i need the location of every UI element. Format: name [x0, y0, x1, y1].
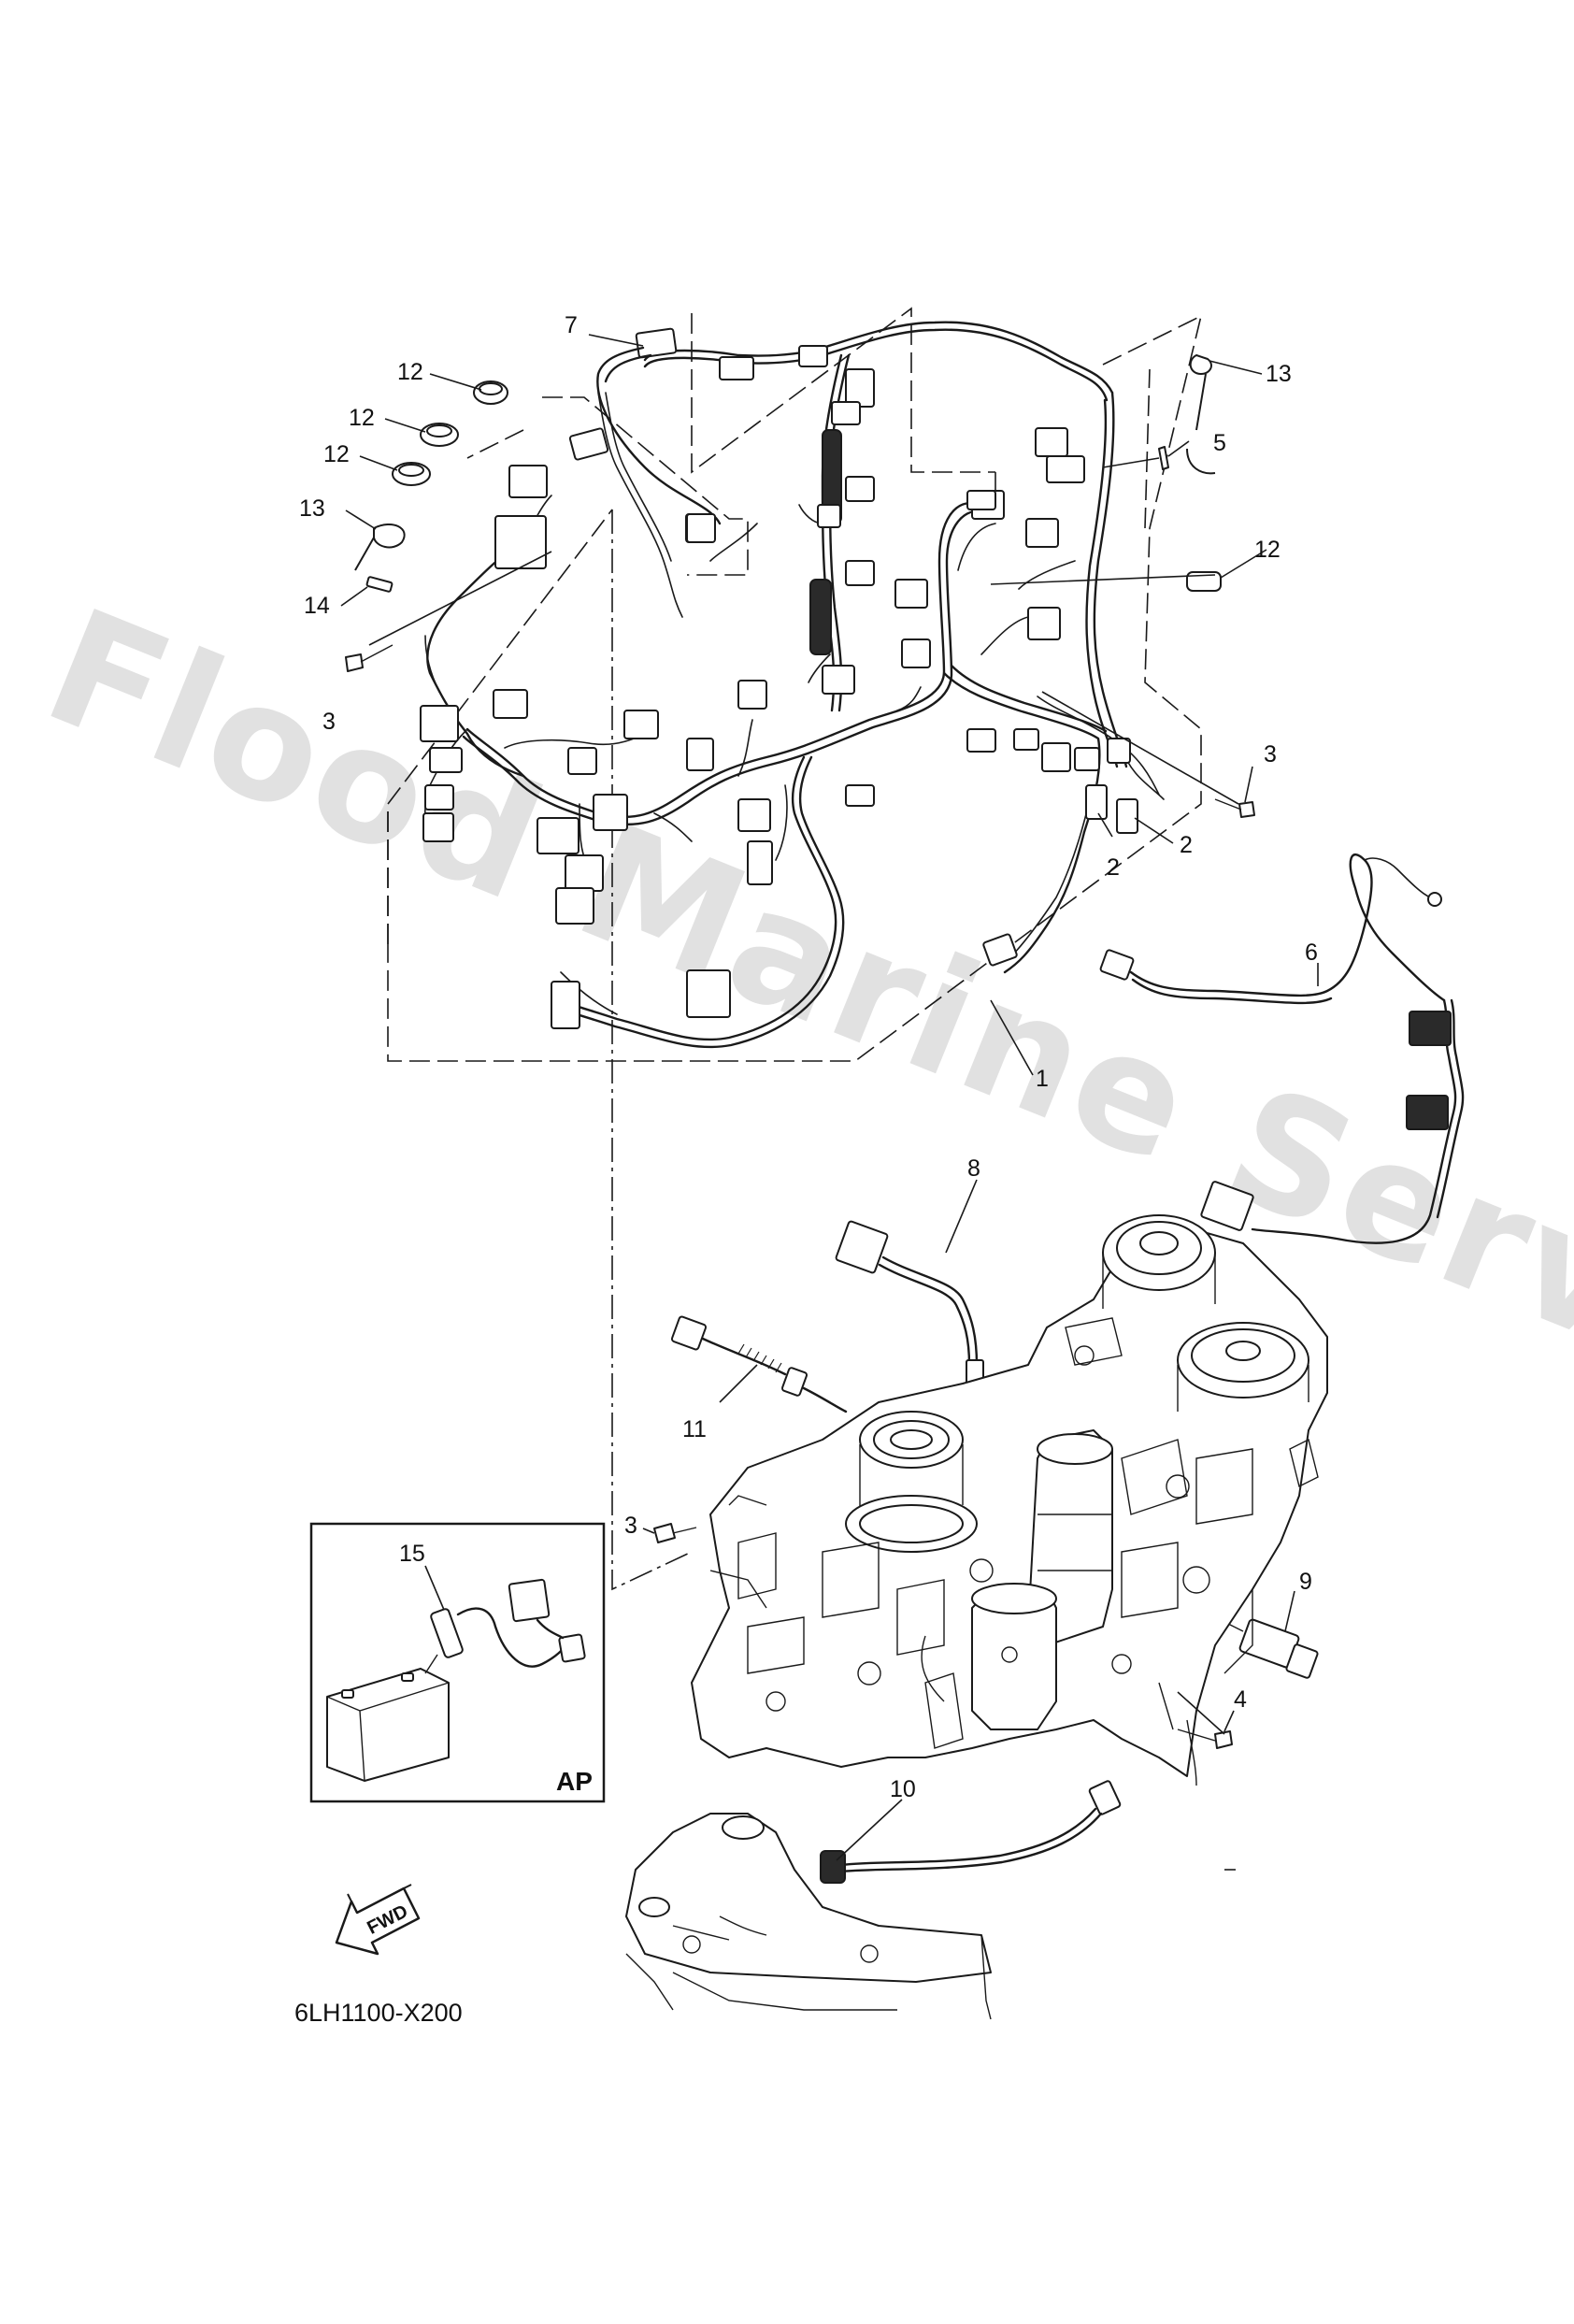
- sensor-lead-8[interactable]: [835, 1220, 984, 1405]
- hardware-items: [345, 354, 1255, 818]
- callout-5: 5: [1213, 430, 1226, 456]
- callout-11: 11: [682, 1416, 707, 1442]
- callout-13: 13: [1266, 361, 1292, 387]
- callout-13: 13: [299, 495, 325, 522]
- callout-3: 3: [624, 1513, 637, 1539]
- callout-12: 12: [349, 405, 375, 431]
- callout-7: 7: [565, 312, 578, 338]
- sub-harness-6[interactable]: [1099, 854, 1465, 1244]
- callout-12: 12: [397, 359, 423, 385]
- callout-6: 6: [1305, 940, 1318, 966]
- main-wiring-harness[interactable]: [424, 321, 1165, 1049]
- leader-lines: [340, 334, 1319, 1871]
- callout-2: 2: [1180, 832, 1193, 858]
- inset-box-ap: AP: [309, 1522, 606, 1803]
- callout-12: 12: [323, 441, 350, 467]
- harness-dashed-outline: [387, 307, 1203, 1591]
- harness-connectors: [420, 327, 1138, 1029]
- callout-1: 1: [1036, 1066, 1049, 1092]
- fwd-direction-arrow: FWD: [335, 1884, 421, 1956]
- callout-4: 4: [1234, 1686, 1247, 1713]
- inset-label-ap: AP: [556, 1767, 593, 1796]
- callout-3: 3: [1264, 741, 1277, 767]
- engine-block: [625, 1214, 1328, 2020]
- callout-12: 12: [1254, 537, 1281, 563]
- sensor-lead-10[interactable]: [820, 1780, 1122, 1884]
- drawing-code: 6LH1100-X200: [294, 1999, 463, 2027]
- wire-lead-7[interactable]: [596, 346, 722, 543]
- callout-15: 15: [399, 1541, 425, 1567]
- sensor-9[interactable]: [1214, 1616, 1319, 1679]
- callout-8: 8: [967, 1155, 980, 1182]
- callout-numbers: 7 12 12 12 13 14 3 13 5 12 3 2 2 6 1 8 1…: [299, 312, 1318, 1802]
- callout-14: 14: [304, 593, 330, 619]
- callout-3: 3: [322, 709, 336, 735]
- callout-9: 9: [1299, 1569, 1312, 1595]
- sensor-11[interactable]: [670, 1315, 848, 1413]
- callout-2: 2: [1107, 854, 1120, 881]
- callout-10: 10: [890, 1776, 916, 1802]
